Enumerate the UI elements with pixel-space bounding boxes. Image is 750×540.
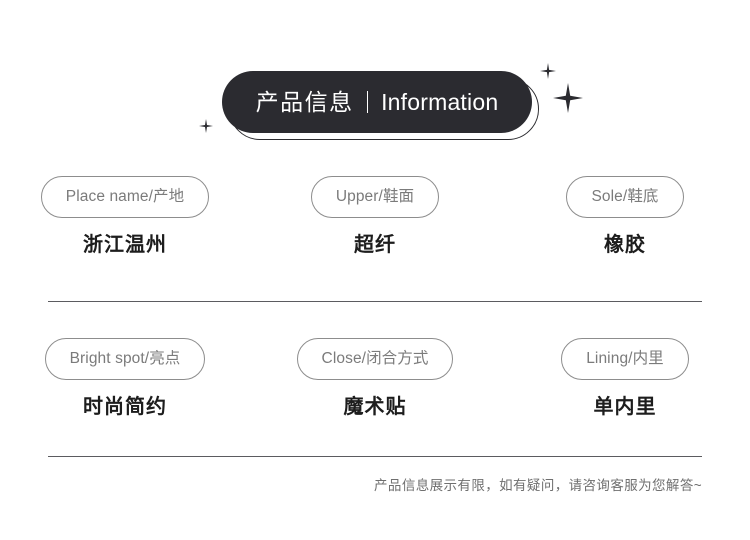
sparkle-small-top-icon	[540, 63, 556, 79]
divider-above-footer	[48, 456, 702, 457]
divider-between-rows	[48, 301, 702, 302]
spec-item-lining: Lining/内里 单内里	[500, 338, 750, 417]
sparkle-large-icon	[553, 83, 583, 113]
specs-grid: Place name/产地 浙江温州 Upper/鞋面 超纤 Sole/鞋底 橡…	[0, 176, 750, 417]
spec-value-text: 魔术贴	[343, 396, 407, 418]
spec-value-text: 时尚简约	[83, 396, 167, 418]
spec-label-pill: Bright spot/亮点	[44, 338, 206, 380]
specs-row-2: Bright spot/亮点 时尚简约 Close/闭合方式 魔术贴 Linin…	[0, 338, 750, 417]
badge-separator-bar	[366, 91, 369, 113]
spec-item-close: Close/闭合方式 魔术贴	[250, 338, 500, 417]
spec-value-text: 单内里	[593, 396, 657, 418]
spec-label-text: Sole/鞋底	[591, 188, 659, 206]
spec-label-pill: Sole/鞋底	[566, 176, 684, 218]
sparkle-small-left-icon	[199, 119, 213, 133]
spec-label-text: Place name/产地	[65, 188, 185, 206]
header-section: 产品信息 Information	[0, 0, 750, 160]
spec-label-pill: Upper/鞋面	[310, 176, 440, 218]
spec-label-pill: Close/闭合方式	[296, 338, 454, 380]
specs-row-1: Place name/产地 浙江温州 Upper/鞋面 超纤 Sole/鞋底 橡…	[0, 176, 750, 255]
spec-label-text: Lining/内里	[586, 350, 664, 368]
spec-value-text: 超纤	[354, 234, 396, 256]
spec-item-place-name: Place name/产地 浙江温州	[0, 176, 250, 255]
spec-item-bright-spot: Bright spot/亮点 时尚简约	[0, 338, 250, 417]
spec-value-text: 浙江温州	[83, 234, 167, 256]
spec-item-upper: Upper/鞋面 超纤	[250, 176, 500, 255]
spec-label-text: Upper/鞋面	[335, 188, 415, 206]
badge-title-en: Information	[381, 88, 499, 115]
spec-value-text: 橡胶	[604, 234, 646, 256]
spec-item-sole: Sole/鞋底 橡胶	[500, 176, 750, 255]
spec-label-pill: Lining/内里	[561, 338, 689, 380]
footer-disclaimer: 产品信息展示有限，如有疑问，请咨询客服为您解答~	[374, 478, 702, 493]
spec-label-pill: Place name/产地	[40, 176, 210, 218]
product-info-badge: 产品信息 Information	[222, 71, 539, 140]
spec-label-text: Bright spot/亮点	[69, 350, 181, 368]
badge-title-cn: 产品信息	[255, 88, 354, 115]
badge-solid-fill: 产品信息 Information	[222, 71, 532, 133]
spec-label-text: Close/闭合方式	[321, 350, 429, 368]
